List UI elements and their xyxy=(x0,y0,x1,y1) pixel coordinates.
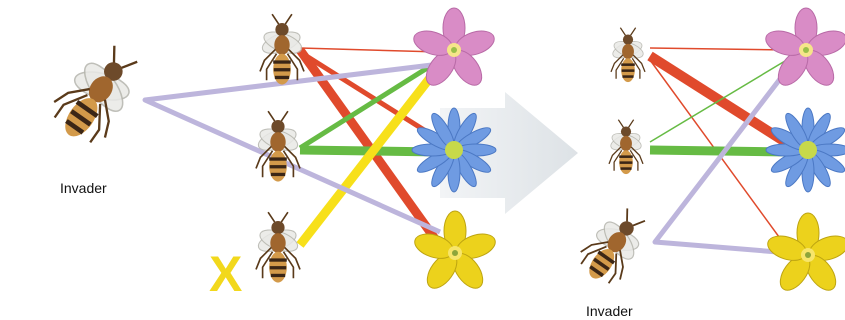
removed-cross-mark: X xyxy=(209,254,242,294)
link-rbee1-pink xyxy=(650,48,790,50)
invader-label-right: Invader xyxy=(586,303,633,319)
invader-bee-right xyxy=(572,201,656,292)
pink-flower-right xyxy=(763,8,845,90)
native-bee-2-right xyxy=(609,120,644,174)
pink-flower-left xyxy=(411,8,498,90)
native-bee-1-right xyxy=(611,28,646,82)
native-bee-3-left xyxy=(256,212,301,282)
invader-label-left: Invader xyxy=(60,180,107,196)
invader-bee-left xyxy=(43,36,152,153)
link-bee1-pink xyxy=(300,48,440,52)
native-bee-1-left xyxy=(260,14,305,84)
blue-flower-right xyxy=(766,108,845,192)
native-bee-2-left xyxy=(256,111,301,181)
yellow-flower-right xyxy=(765,213,845,295)
